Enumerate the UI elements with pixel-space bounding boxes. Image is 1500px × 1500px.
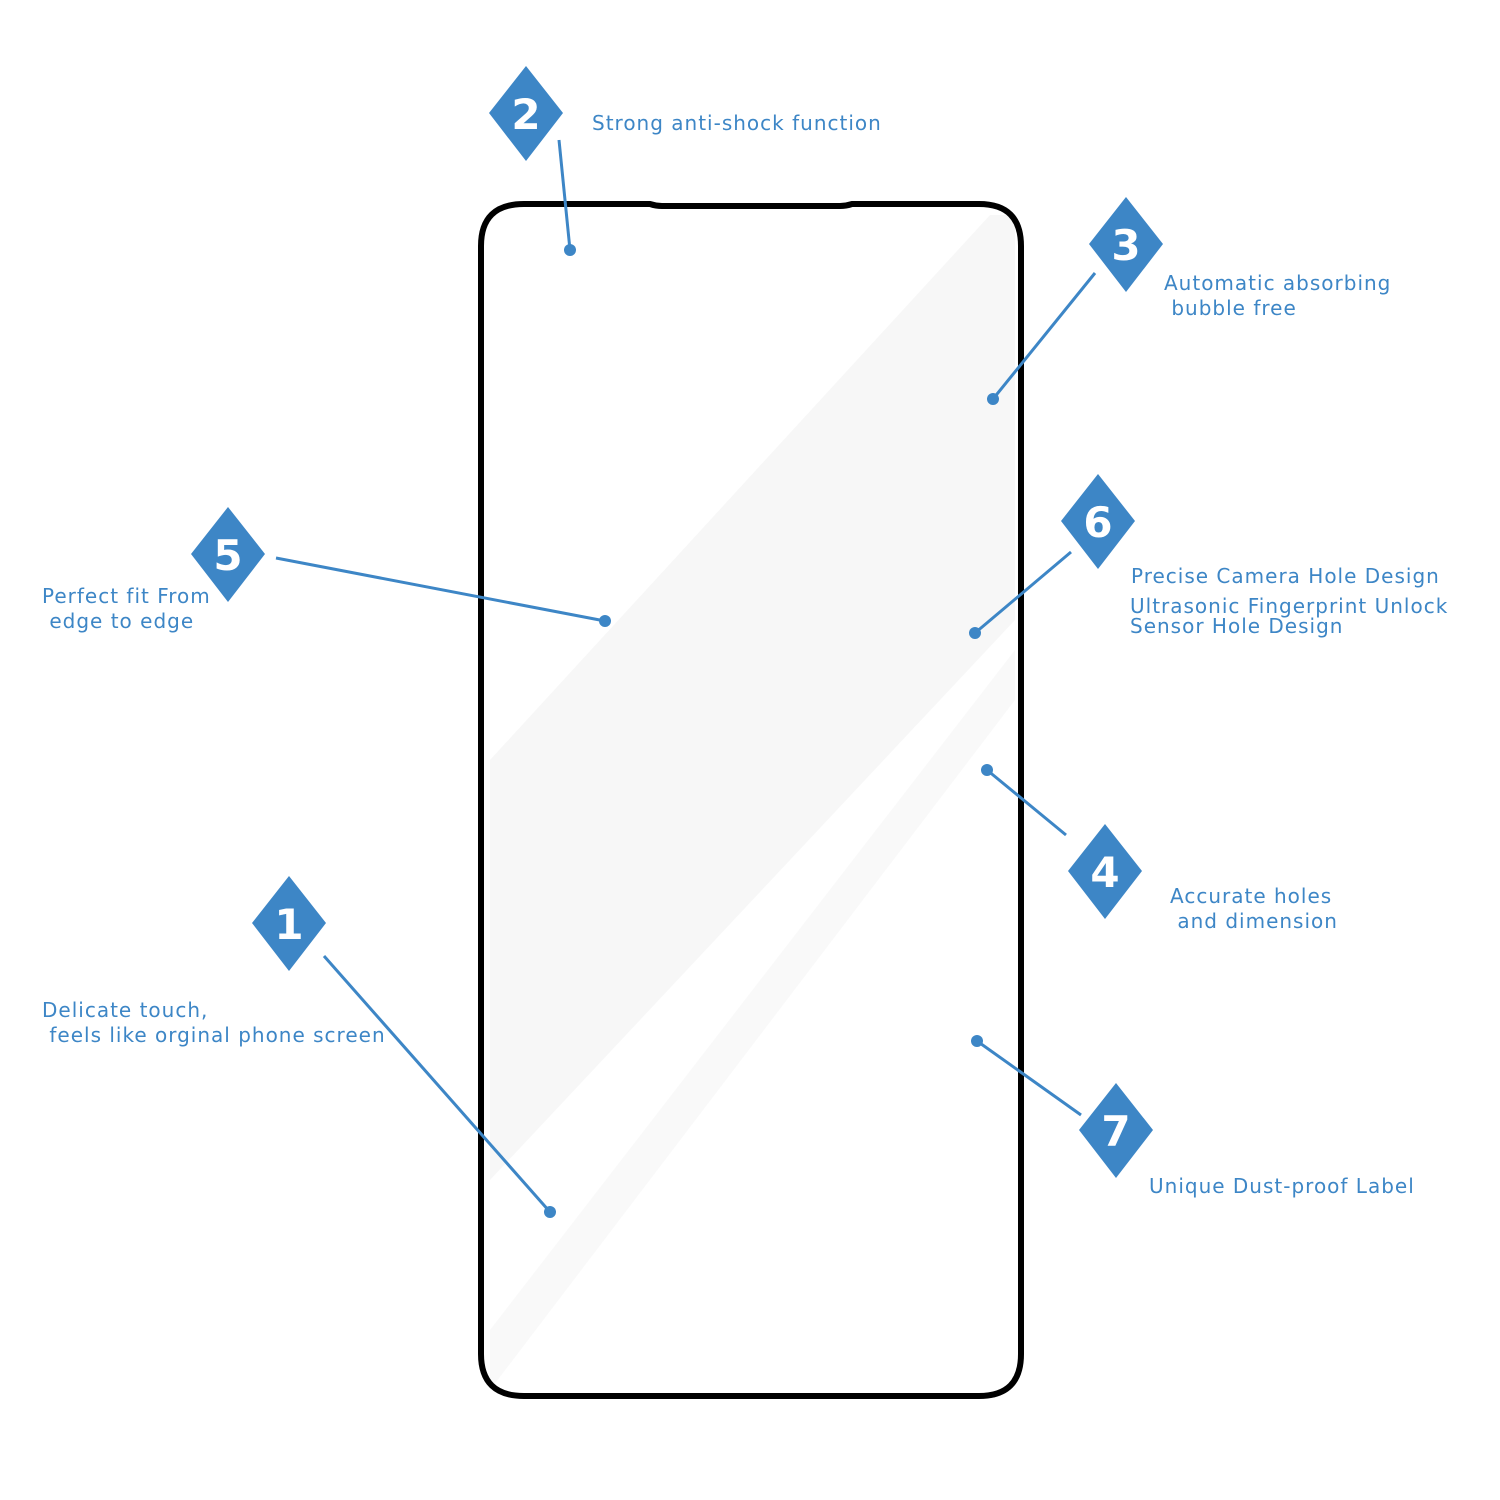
phone-frame (478, 201, 1024, 1399)
anchor-dot-5 (599, 615, 611, 627)
diamond-icon (1061, 474, 1135, 569)
badge-7: 7 (1079, 1083, 1153, 1178)
callout-label-1: Delicate touch, feels like orginal phone… (42, 998, 386, 1048)
callout-label-3: Automatic absorbing bubble free (1164, 271, 1391, 321)
anchor-dot-4 (981, 764, 993, 776)
callout-line: Ultrasonic Fingerprint Unlock (1130, 594, 1449, 618)
leader-line-5 (275, 556, 606, 623)
leader-line-6 (974, 550, 1072, 635)
anchor-dot-7 (971, 1035, 983, 1047)
callout-line: Accurate holes (1170, 884, 1333, 908)
diamond-icon (1079, 1083, 1153, 1178)
callout-line: feels like orginal phone screen (42, 1023, 386, 1047)
badge-3: 3 (1089, 197, 1163, 292)
badge-number: 5 (213, 531, 242, 580)
callout-line: Strong anti-shock function (592, 111, 882, 135)
callout-line: Sensor Hole Design (1130, 614, 1344, 638)
diamond-icon (489, 66, 563, 161)
badge-5: 5 (191, 507, 265, 602)
callout-line: Automatic absorbing (1164, 271, 1392, 295)
callout-line: Delicate touch, (42, 998, 209, 1022)
callout-line: and dimension (1170, 909, 1338, 933)
callout-label-6: Precise Camera Hole Design (1131, 564, 1440, 589)
badge-number: 7 (1101, 1107, 1130, 1156)
callout-line: Unique Dust-proof Label (1149, 1174, 1415, 1198)
leader-line-2 (557, 139, 572, 251)
callout-line: bubble free (1164, 296, 1297, 320)
badge-1: 1 (252, 876, 326, 971)
callout-label-4: Accurate holes and dimension (1170, 884, 1338, 934)
anchor-dot-1 (544, 1206, 556, 1218)
leader-lines (275, 139, 1097, 1213)
callout-label-7: Unique Dust-proof Label (1149, 1174, 1415, 1199)
badge-4: 4 (1068, 824, 1142, 919)
anchor-dot-6 (969, 627, 981, 639)
badge-2: 2 (489, 66, 563, 161)
badge-number: 2 (511, 90, 540, 139)
callout-label-5: Perfect fit From edge to edge (42, 584, 211, 634)
leader-line-1 (322, 955, 552, 1213)
callout-line: Perfect fit From (42, 584, 211, 608)
callout-line: Precise Camera Hole Design (1131, 564, 1440, 588)
badge-number: 4 (1090, 848, 1119, 897)
leader-line-7 (976, 1039, 1082, 1117)
badge-number: 3 (1111, 221, 1140, 270)
leader-line-4 (986, 768, 1067, 837)
diamond-icon (1068, 824, 1142, 919)
diamond-icon (252, 876, 326, 971)
callout-label-2: Strong anti-shock function (592, 111, 882, 136)
badge-number: 1 (274, 900, 303, 949)
leader-line-3 (991, 272, 1097, 400)
badge-number: 6 (1083, 498, 1112, 547)
diamond-icon (1089, 197, 1163, 292)
badge-6: 6 (1061, 474, 1135, 569)
anchor-dots (544, 244, 999, 1218)
glass-panel (481, 204, 1021, 1396)
anchor-dot-2 (564, 244, 576, 256)
callout-line: edge to edge (42, 609, 195, 633)
anchor-dot-3 (987, 393, 999, 405)
callout-label-6-secondary: Ultrasonic Fingerprint Unlock Sensor Hol… (1130, 596, 1448, 636)
diamond-icon (191, 507, 265, 602)
